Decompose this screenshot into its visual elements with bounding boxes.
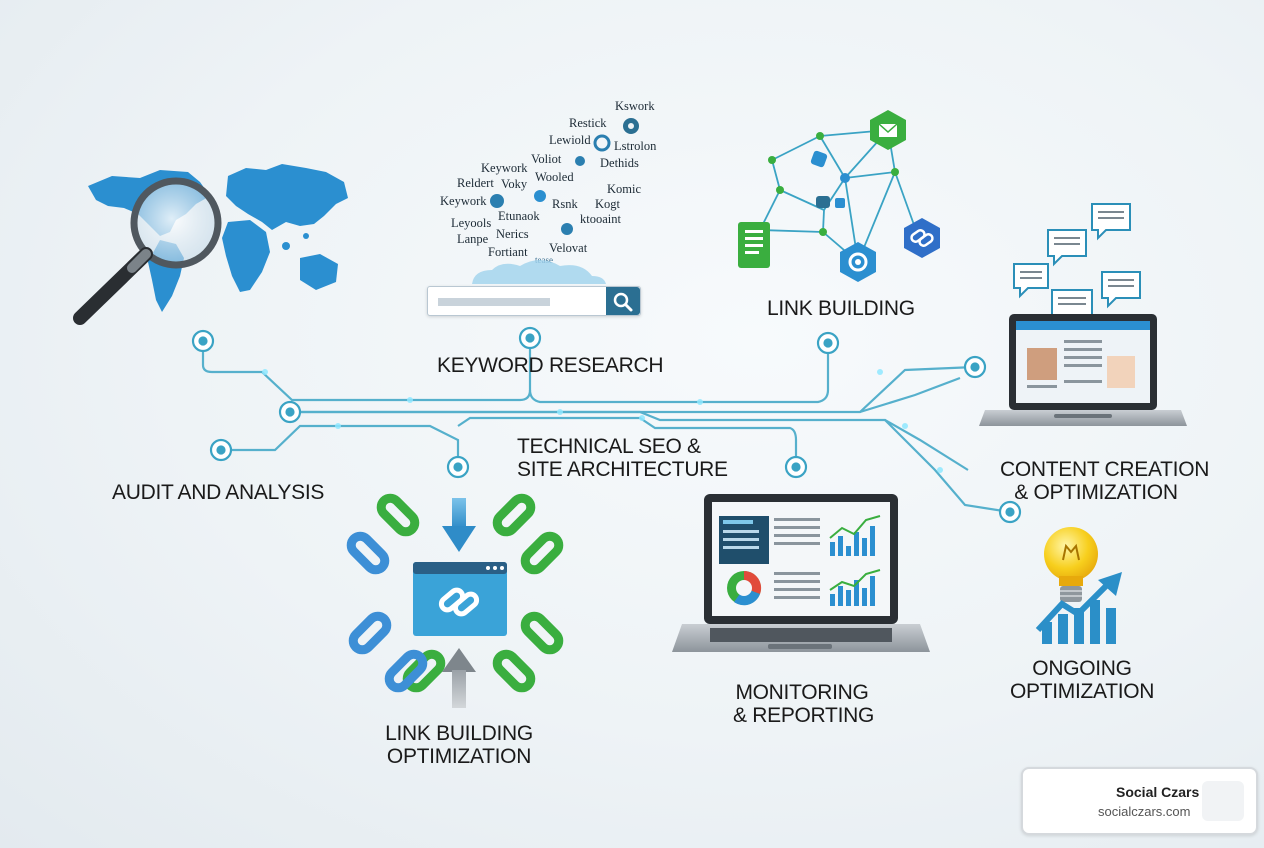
label-keyword-research: KEYWORD RESEARCH — [437, 354, 664, 377]
location-pin-icon — [593, 134, 611, 152]
keyword-word: Leyools — [451, 216, 491, 230]
circuit-lines — [201, 341, 1011, 514]
pie-chart-icon — [727, 570, 762, 606]
keyword-word: Reldert — [457, 176, 494, 190]
down-arrow-icon — [442, 498, 476, 552]
keyword-word: Keywork — [440, 194, 487, 208]
label-line: LINK BUILDING — [385, 722, 533, 745]
label-link-building: LINK BUILDING — [767, 297, 915, 320]
watermark-name: Social Czars — [1116, 784, 1200, 800]
label-audit-and-analysis: AUDIT AND ANALYSIS — [112, 481, 325, 504]
lightbulb-icon — [1044, 527, 1098, 602]
search-button — [606, 287, 640, 315]
growth-arrow-icon — [1035, 572, 1122, 644]
label-line: ONGOING — [1032, 657, 1132, 680]
label-line: CONTENT CREATION — [1000, 458, 1210, 481]
search-bar — [427, 286, 641, 316]
keyword-word: Keywork — [481, 161, 528, 175]
search-placeholder-bar — [438, 298, 550, 306]
network-nodes — [768, 132, 899, 236]
cloud-icon — [472, 260, 606, 284]
keyword-word: ktooaint — [580, 212, 621, 226]
keyword-word: Restick — [569, 116, 607, 130]
label-technical-seo: TECHNICAL SEO & SITE ARCHITECTURE — [517, 435, 728, 481]
keyword-word: Voky — [501, 177, 528, 191]
search-icon — [613, 292, 633, 312]
keyword-word: Fortiant — [488, 245, 528, 259]
keyword-word: Nerics — [496, 227, 529, 241]
keyword-word: Etunaok — [498, 209, 540, 223]
watermark-card: Social Czars socialczars.com — [1021, 767, 1258, 835]
content-laptop-icon — [979, 314, 1187, 426]
circuit-nodes — [191, 326, 1022, 524]
label-line: MONITORING — [735, 681, 869, 704]
label-link-building-optimization: LINK BUILDING OPTIMIZATION — [383, 722, 535, 768]
user-icon — [575, 156, 585, 166]
keyword-word: Kogt — [595, 197, 621, 211]
magnifier-icon — [73, 177, 222, 325]
keyword-word: Dethids — [600, 156, 639, 170]
label-line: SITE ARCHITECTURE — [517, 458, 728, 481]
gear-icon — [623, 118, 639, 134]
keyword-word: tease — [535, 255, 553, 265]
label-ongoing-optimization: ONGOING OPTIMIZATION — [1010, 657, 1154, 703]
gear-icon — [840, 242, 876, 282]
document-icon — [738, 222, 770, 268]
browser-window-icon — [413, 562, 507, 636]
watermark-logo-icon — [1202, 781, 1244, 821]
chain-link-icons — [346, 493, 564, 693]
monitoring-laptop-icon — [672, 494, 930, 652]
label-content-creation: CONTENT CREATION & OPTIMIZATION — [1000, 458, 1210, 504]
keyword-word: Rsnk — [552, 197, 578, 211]
label-line: TECHNICAL SEO & — [517, 435, 701, 458]
keyword-cloud: Kswork Restick Lstrolon Lewiold Voliot D… — [440, 99, 657, 284]
keyword-word: Wooled — [535, 170, 574, 184]
bar-chart-icon — [830, 576, 875, 606]
keyword-word: Voliot — [531, 152, 562, 166]
gear-icon — [490, 194, 504, 208]
up-arrow-icon — [442, 648, 476, 708]
keyword-word: Lanpe — [457, 232, 489, 246]
keyword-word: Velovat — [549, 241, 588, 255]
label-line: OPTIMIZATION — [386, 745, 532, 768]
label-line: OPTIMIZATION — [1010, 680, 1155, 703]
label-line: & OPTIMIZATION — [1014, 481, 1178, 504]
label-line: & REPORTING — [733, 704, 875, 727]
network-graph — [759, 129, 919, 263]
chain-link-icon — [904, 218, 940, 258]
bar-chart-icon — [830, 526, 875, 556]
keyword-word: Lstrolon — [614, 139, 657, 153]
label-monitoring-reporting: MONITORING & REPORTING — [733, 681, 875, 727]
chat-bubbles — [1013, 203, 1141, 329]
keyword-word: Kswork — [615, 99, 655, 113]
envelope-icon — [870, 110, 906, 150]
circuit-glow-dots — [262, 369, 943, 473]
location-pin-icon — [534, 190, 546, 202]
watermark-url: socialczars.com — [1098, 804, 1191, 819]
gear-icon — [561, 223, 573, 235]
chain-link-icon — [438, 587, 480, 617]
keyword-word: Lewiold — [549, 133, 591, 147]
chat-bubble-lines — [1020, 211, 1134, 305]
keyword-word: Komic — [607, 182, 641, 196]
